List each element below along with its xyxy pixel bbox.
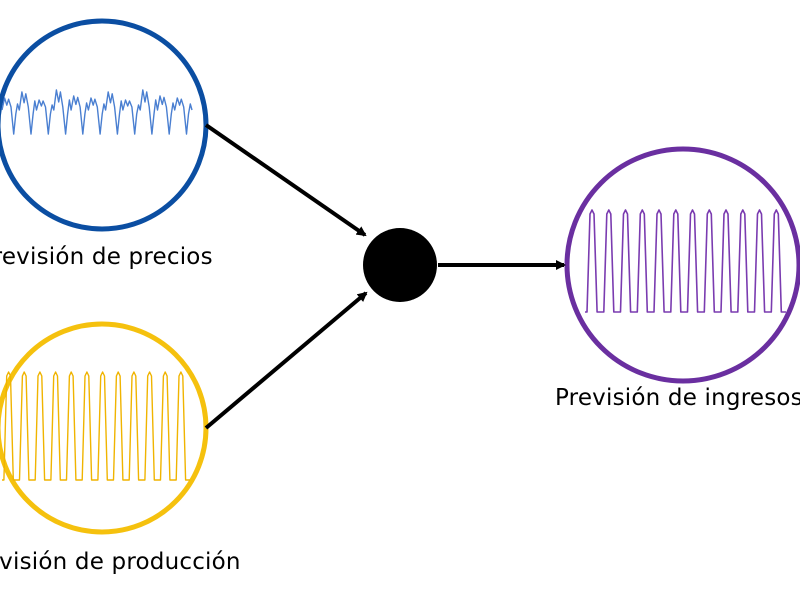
production-forecast-label: Previsión de producción [0,549,241,575]
revenue-forecast-circle [564,146,800,384]
price-forecast-circle [0,18,209,232]
revenue-forecast-label: Previsión de ingresos [555,385,800,411]
revenue-forecast-node [564,146,800,384]
arrow-production-to-combiner [204,291,368,430]
combiner-node [363,228,437,302]
production-waveform [2,371,190,481]
revenue-waveform [585,209,786,313]
production-forecast-node [0,321,209,535]
arrow-price-to-combiner [204,123,367,237]
price-forecast-label: Previsión de precios [0,244,213,270]
price-waveform [1,89,193,135]
production-forecast-circle [0,321,209,535]
price-forecast-node [0,18,209,232]
